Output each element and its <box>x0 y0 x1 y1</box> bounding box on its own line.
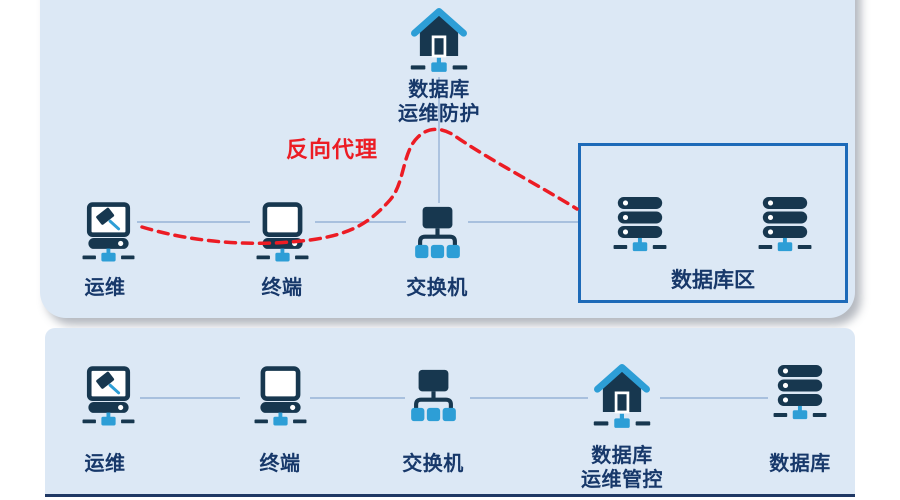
node-control-label: 数据库 运维管控 <box>581 445 663 491</box>
node-zone-server-1 <box>611 197 669 255</box>
node-top-switch <box>411 205 464 260</box>
node-zone-server-2 <box>756 197 814 255</box>
node-control-house <box>591 361 653 432</box>
ops-computer-icon <box>80 202 137 264</box>
server-stack-icon <box>771 365 829 423</box>
laptop-icon <box>254 202 311 264</box>
node-bottom-terminal <box>252 366 309 428</box>
reverse-proxy-label: 反向代理 <box>286 137 379 162</box>
server-stack-icon <box>611 197 669 255</box>
database-zone-label: 数据库区 <box>671 269 755 292</box>
node-bottom-database-label: 数据库 <box>769 453 831 475</box>
node-bottom-ops-label: 运维 <box>84 453 126 475</box>
node-bottom-ops <box>80 366 137 428</box>
node-protection-house <box>408 5 470 76</box>
house-icon <box>408 5 470 76</box>
node-bottom-switch-label: 交换机 <box>402 453 464 475</box>
node-bottom-switch <box>407 368 460 423</box>
node-top-switch-label: 交换机 <box>406 277 468 299</box>
node-protection-label: 数据库 运维防护 <box>398 79 480 125</box>
node-top-ops-label: 运维 <box>84 277 126 299</box>
bottom-divider <box>45 494 855 497</box>
ops-computer-icon <box>80 366 137 428</box>
network-switch-icon <box>411 205 464 260</box>
server-stack-icon <box>756 197 814 255</box>
laptop-icon <box>252 366 309 428</box>
house-icon <box>591 361 653 432</box>
database-zone-box: 数据库区 <box>578 143 848 303</box>
network-switch-icon <box>407 368 460 423</box>
node-top-terminal <box>254 202 311 264</box>
node-bottom-terminal-label: 终端 <box>259 453 301 475</box>
node-top-ops <box>80 202 137 264</box>
node-top-terminal-label: 终端 <box>261 277 303 299</box>
node-bottom-database <box>771 365 829 423</box>
